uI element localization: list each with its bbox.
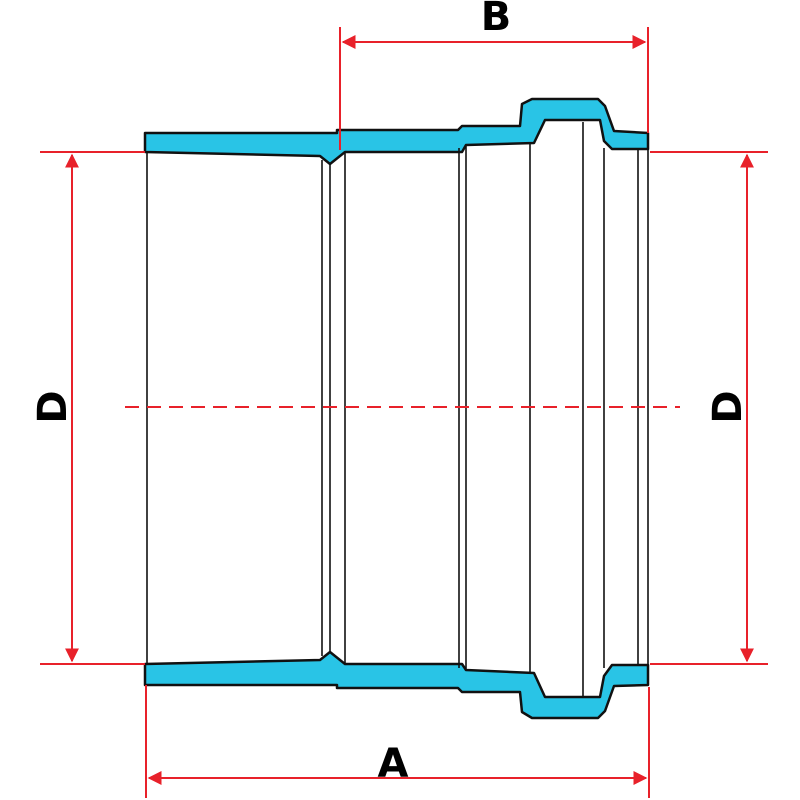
label-b: B <box>481 0 512 40</box>
label-d-right: D <box>705 390 751 423</box>
bottom-wall <box>143 650 650 720</box>
interior-lines <box>146 122 649 696</box>
dimension-b: B <box>339 0 649 150</box>
top-wall <box>143 97 650 166</box>
label-d-left: D <box>30 390 76 423</box>
label-a: A <box>378 741 409 787</box>
dimension-d-right: D <box>650 151 768 665</box>
dimension-a: A <box>145 685 650 798</box>
dimension-d-left: D <box>30 151 145 665</box>
